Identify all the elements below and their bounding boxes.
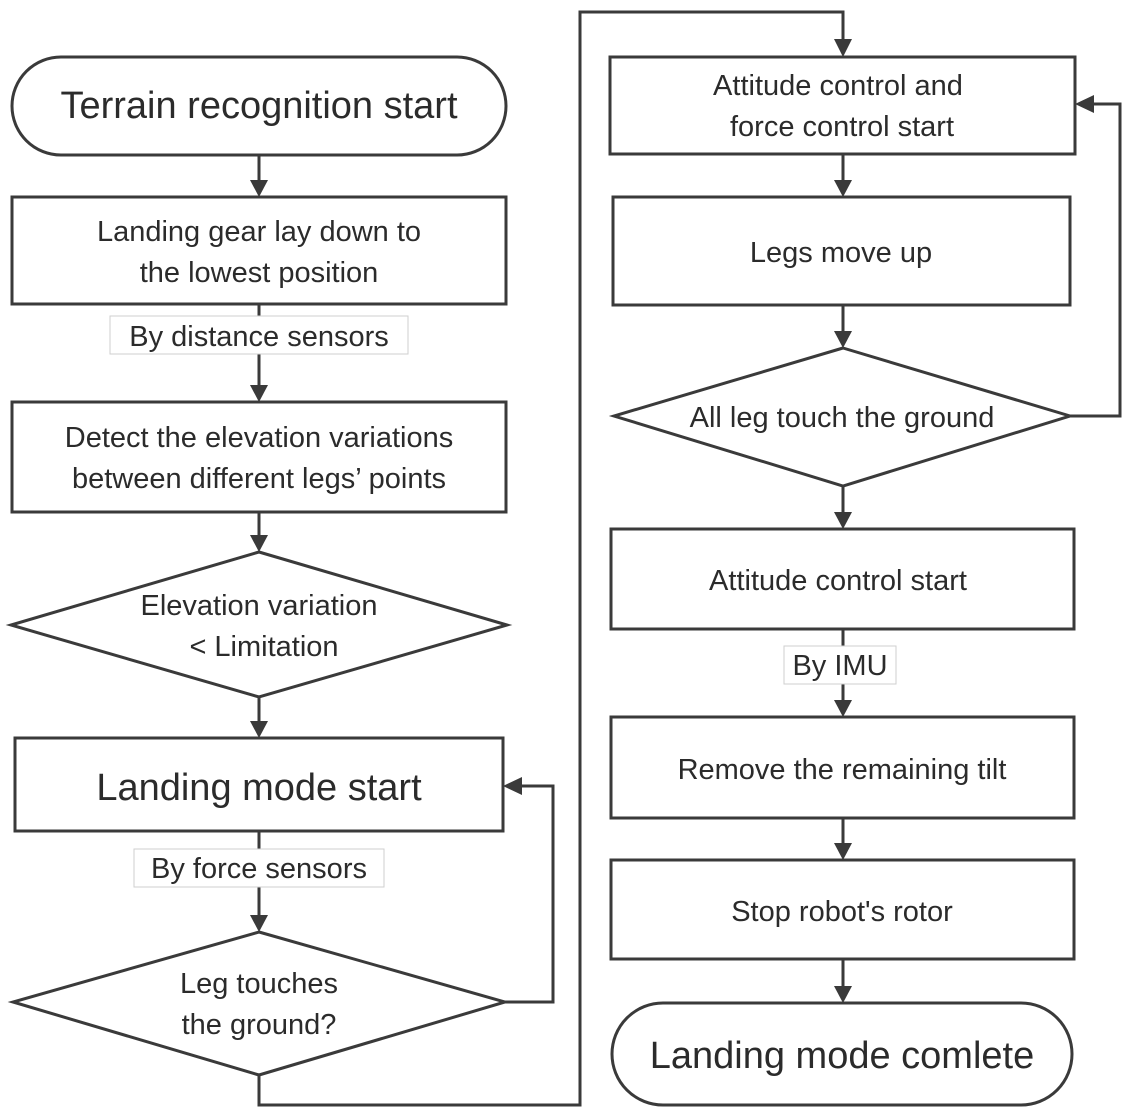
stop-rotor-node: Stop robot's rotor — [609, 858, 1076, 961]
leg-touches-decision-node: Leg touches the ground? — [7, 930, 511, 1077]
remove-tilt-node: Remove the remaining tilt — [609, 715, 1076, 820]
connectors-left — [250, 10, 852, 1107]
leg-touches-text-2: the ground? — [182, 1009, 337, 1041]
landing-gear-text-2: the lowest position — [140, 257, 379, 289]
leg-touches-text-1: Leg touches — [180, 968, 338, 1000]
stop-rotor-text: Stop robot's rotor — [731, 896, 953, 928]
landing-mode-start-text: Landing mode start — [96, 767, 422, 809]
elevation-text-1: Elevation variation — [141, 590, 378, 622]
landing-gear-node: Landing gear lay down to the lowest posi… — [10, 195, 508, 306]
legs-move-up-node: Legs move up — [611, 195, 1072, 307]
legs-move-up-text: Legs move up — [750, 237, 932, 269]
label-imu: By IMU — [783, 645, 897, 685]
elevation-text-2: < Limitation — [189, 631, 338, 663]
label-imu-text: By IMU — [792, 650, 887, 682]
landing-complete-text: Landing mode comlete — [650, 1035, 1034, 1077]
label-distance-sensors: By distance sensors — [109, 315, 409, 355]
attitude-start-text: Attitude control start — [709, 565, 967, 597]
all-leg-touch-text: All leg touch the ground — [690, 402, 995, 434]
label-force-text: By force sensors — [151, 853, 367, 885]
attitude-start-node: Attitude control start — [609, 527, 1076, 631]
elevation-decision-node: Elevation variation < Limitation — [5, 550, 513, 699]
detect-text-2: between different legs’ points — [72, 463, 446, 495]
terrain-start-text: Terrain recognition start — [60, 85, 458, 127]
attitude-force-text-1: Attitude control and — [713, 70, 963, 102]
attitude-force-node: Attitude control and force control start — [608, 55, 1077, 156]
detect-text-1: Detect the elevation variations — [65, 422, 454, 454]
all-leg-touch-decision-node: All leg touch the ground — [608, 346, 1076, 488]
detect-elevation-node: Detect the elevation variations between … — [10, 400, 508, 514]
attitude-force-text-2: force control start — [730, 111, 954, 143]
label-force-sensors: By force sensors — [133, 848, 385, 888]
remove-tilt-text: Remove the remaining tilt — [678, 754, 1007, 786]
landing-gear-text-1: Landing gear lay down to — [97, 216, 421, 248]
landing-complete-node: Landing mode comlete — [610, 1001, 1074, 1107]
landing-mode-start-node: Landing mode start — [13, 736, 505, 833]
terrain-start-node: Terrain recognition start — [10, 55, 508, 157]
label-distance-text: By distance sensors — [129, 321, 389, 353]
